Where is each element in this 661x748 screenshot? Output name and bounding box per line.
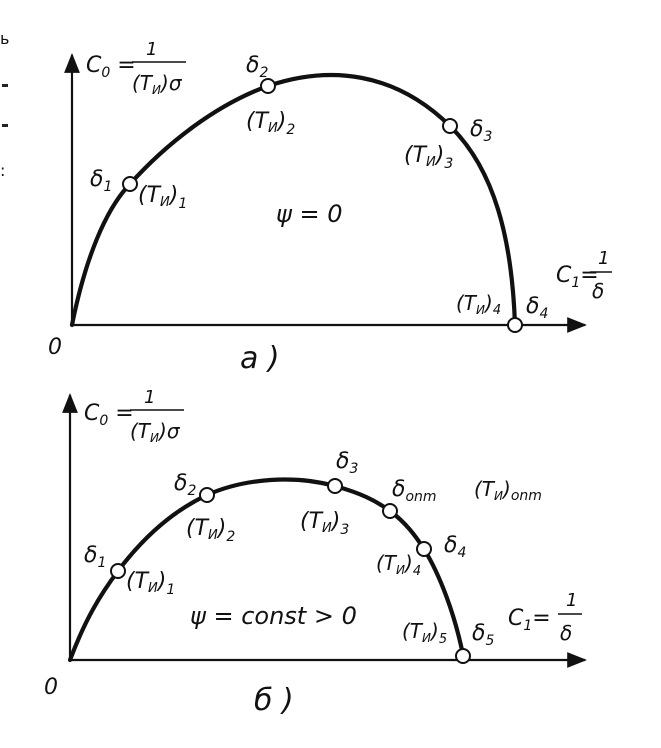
- panel-b-psi-label: ψ = const > 0: [190, 602, 357, 630]
- svg-text:1: 1: [598, 248, 609, 269]
- svg-text:C1=: C1=: [556, 263, 599, 291]
- panel-b-point-4: [416, 541, 432, 557]
- panel-b-point-2: [199, 487, 215, 503]
- panel-b-point-opt: [382, 503, 398, 519]
- panel-b-delta-1: δ1: [84, 543, 106, 571]
- panel-a-x-axis-label: C1= 1 δ: [556, 248, 612, 303]
- panel-b-t-3: (TИ)3: [300, 509, 349, 538]
- panel-b-t-opt: (TИ)onm: [474, 477, 542, 504]
- svg-text:1: 1: [144, 387, 155, 408]
- panel-a-point-3: [442, 118, 458, 134]
- panel-b-t-4: (TИ)4: [376, 551, 421, 579]
- panel-a-delta-1: δ1: [90, 167, 112, 195]
- edge-mark-3: [2, 124, 8, 127]
- svg-text:C0 =: C0 =: [86, 53, 136, 81]
- edge-mark-4: :: [0, 161, 5, 180]
- edge-mark-2: [2, 84, 8, 87]
- panel-b-t-1: (TИ)1: [126, 569, 175, 598]
- svg-text:δ: δ: [592, 279, 604, 303]
- svg-text:C1=: C1=: [508, 606, 551, 634]
- panel-a-point-1: [122, 176, 138, 192]
- panel-b: 0 C0 = 1 (TИ)σ C1= 1 δ δ1 (TИ)1 δ2 (TИ)2…: [44, 387, 587, 718]
- panel-a-origin-label: 0: [48, 335, 62, 360]
- svg-text:(TИ)σ: (TИ)σ: [132, 71, 183, 97]
- panel-b-delta-5: δ5: [472, 621, 494, 649]
- panel-b-origin-label: 0: [44, 675, 58, 700]
- panel-a-delta-3: δ3: [470, 117, 492, 145]
- panel-a-caption: a ): [240, 341, 280, 376]
- panel-b-delta-3: δ3: [336, 449, 358, 477]
- panel-a-delta-2: δ2: [246, 53, 268, 81]
- panel-a-psi-label: ψ = 0: [276, 200, 342, 228]
- panel-a: 0 C0 = 1 (TИ)σ C1= 1 δ δ1 (TИ)1 δ2 (TИ)2…: [48, 39, 612, 376]
- svg-text:1: 1: [566, 590, 577, 611]
- edge-mark-1: ь: [0, 29, 9, 48]
- panel-b-t-2: (TИ)2: [186, 516, 235, 545]
- panel-b-delta-2: δ2: [174, 471, 196, 499]
- panel-b-point-1: [110, 563, 126, 579]
- panel-b-caption: б ): [254, 683, 294, 718]
- panel-b-point-3: [327, 478, 343, 494]
- svg-text:C0 =: C0 =: [84, 401, 134, 429]
- panel-a-y-axis-label: C0 = 1 (TИ)σ: [86, 39, 186, 97]
- svg-text:1: 1: [146, 39, 157, 60]
- panel-b-x-axis-label: C1= 1 δ: [508, 590, 582, 645]
- svg-text:δ: δ: [560, 621, 572, 645]
- panel-b-delta-4: δ4: [444, 533, 466, 561]
- panel-a-t-3: (TИ)3: [404, 143, 453, 172]
- panel-b-t-5: (TИ)5: [402, 619, 447, 647]
- panel-a-point-2: [260, 78, 276, 94]
- scan-edge-marks: ь :: [0, 29, 9, 180]
- panel-b-point-5: [455, 648, 471, 664]
- svg-text:(TИ)σ: (TИ)σ: [130, 419, 181, 445]
- panel-a-delta-4: δ4: [526, 294, 548, 322]
- panel-b-delta-opt: δonm: [392, 477, 437, 505]
- panel-a-t-2: (TИ)2: [246, 109, 295, 138]
- panel-b-y-axis-label: C0 = 1 (TИ)σ: [84, 387, 184, 445]
- panel-a-t-4: (TИ)4: [456, 291, 501, 318]
- panel-a-t-1: (TИ)1: [138, 183, 187, 212]
- panel-a-point-4: [507, 317, 523, 333]
